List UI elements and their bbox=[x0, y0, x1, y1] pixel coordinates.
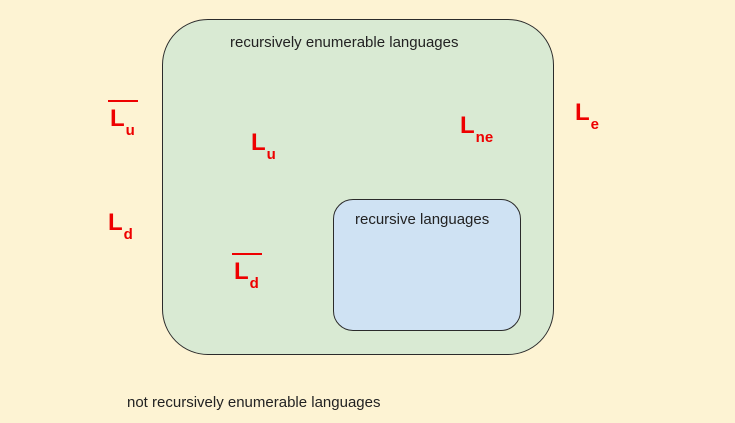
lu-complement-label: Lu bbox=[108, 100, 138, 139]
recursive-label: recursive languages bbox=[355, 211, 490, 228]
ld-label: Ld bbox=[108, 209, 133, 243]
not-recursively-enumerable-label: not recursively enumerable languages bbox=[127, 394, 381, 411]
recursively-enumerable-label: recursively enumerable languages bbox=[230, 34, 459, 51]
recursive-region bbox=[333, 199, 521, 331]
le-label: Le bbox=[575, 99, 600, 133]
ld-complement-label: Ld bbox=[232, 253, 262, 292]
lne-label: Lne bbox=[460, 112, 494, 146]
lu-label: Lu bbox=[251, 129, 276, 163]
